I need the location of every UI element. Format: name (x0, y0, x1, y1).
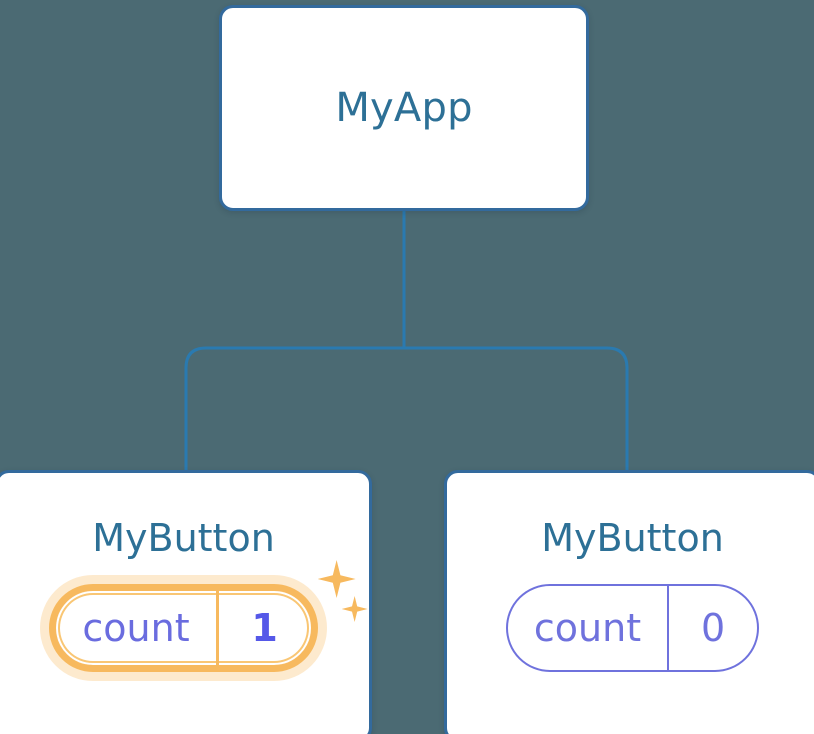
state-chip-wrapper-1: count 1 (0, 560, 369, 672)
component-node-root-label: MyApp (335, 85, 473, 131)
state-chip-holder-1: count 1 (49, 560, 368, 672)
state-chip-2-divider (667, 586, 670, 670)
state-chip-2-key: count (533, 606, 642, 650)
state-chip-holder-2: count 0 (505, 584, 760, 672)
component-node-child-2-label: MyButton (541, 516, 724, 560)
state-chip-1[interactable]: count 1 (49, 584, 318, 672)
component-node-child-1-label: MyButton (92, 516, 275, 560)
state-chip-2[interactable]: count 0 (505, 584, 760, 672)
sparkle-group (312, 560, 372, 650)
component-node-child-1[interactable]: MyButton count 1 (0, 470, 372, 734)
state-chip-2-value: 0 (701, 606, 726, 650)
state-chip-1-divider (215, 591, 219, 665)
state-chip-wrapper-2: count 0 (447, 584, 814, 672)
sparkle-small-icon (341, 596, 368, 622)
state-chip-1-value: 1 (251, 606, 278, 650)
component-node-child-2[interactable]: MyButton count 0 (444, 470, 814, 734)
component-node-root[interactable]: MyApp (219, 5, 589, 211)
sparkle-large-icon (317, 560, 356, 598)
state-chip-1-key: count (82, 606, 190, 650)
